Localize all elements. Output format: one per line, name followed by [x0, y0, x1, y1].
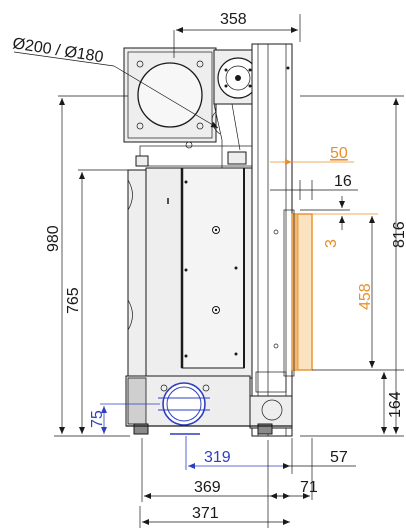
dim-75: 75 — [89, 410, 106, 428]
dim-3: 3 — [323, 239, 340, 248]
dim-358: 358 — [220, 11, 247, 28]
dim-71: 71 — [300, 479, 318, 496]
dim-980: 980 — [45, 225, 62, 252]
dim-flue-diameter: Ø200 / Ø180 — [11, 35, 104, 66]
flue-outlet-circle — [137, 62, 203, 128]
air-inlet-circle — [162, 382, 206, 426]
adjustable-foot-front — [257, 423, 273, 435]
dim-164: 164 — [387, 391, 404, 418]
dimension-lines — [13, 14, 404, 528]
dim-57: 57 — [330, 449, 348, 466]
dim-50: 50 — [330, 145, 348, 162]
adjustable-foot-rear — [133, 423, 149, 435]
dim-319: 319 — [204, 449, 231, 466]
stove-side-view — [123, 43, 313, 437]
dim-458: 458 — [357, 283, 374, 310]
dim-16: 16 — [334, 173, 352, 190]
dim-371: 371 — [192, 505, 219, 522]
dim-816: 816 — [391, 221, 406, 248]
dim-765: 765 — [65, 287, 82, 314]
dim-369: 369 — [194, 479, 221, 496]
front-frame — [251, 43, 293, 437]
